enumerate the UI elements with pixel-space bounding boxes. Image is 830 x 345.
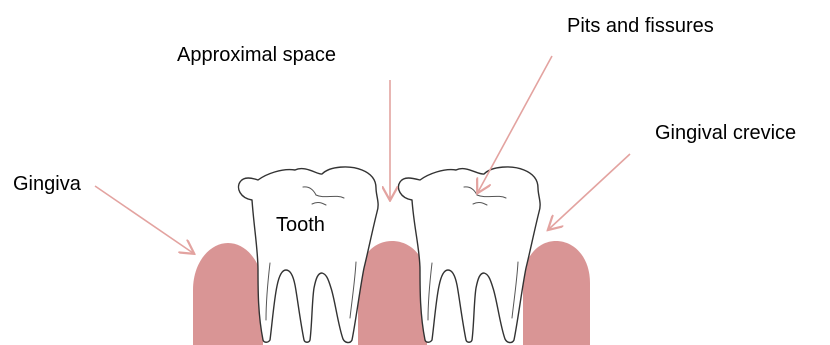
tooth-left-shape [239,167,379,343]
tooth-label: Tooth [276,214,325,236]
gingiva-right-shape [523,241,590,345]
gingival-crevice-label: Gingival crevice [655,122,796,144]
gingiva-label: Gingiva [13,173,82,195]
gingiva-middle-shape [358,241,427,345]
arrow-gingiva [95,186,193,253]
arrow-gingival-crevice [549,154,630,229]
pits-and-fissures-label: Pits and fissures [567,15,714,37]
approximal-space-label: Approximal space [177,44,336,66]
gingiva-left-shape [193,243,263,345]
